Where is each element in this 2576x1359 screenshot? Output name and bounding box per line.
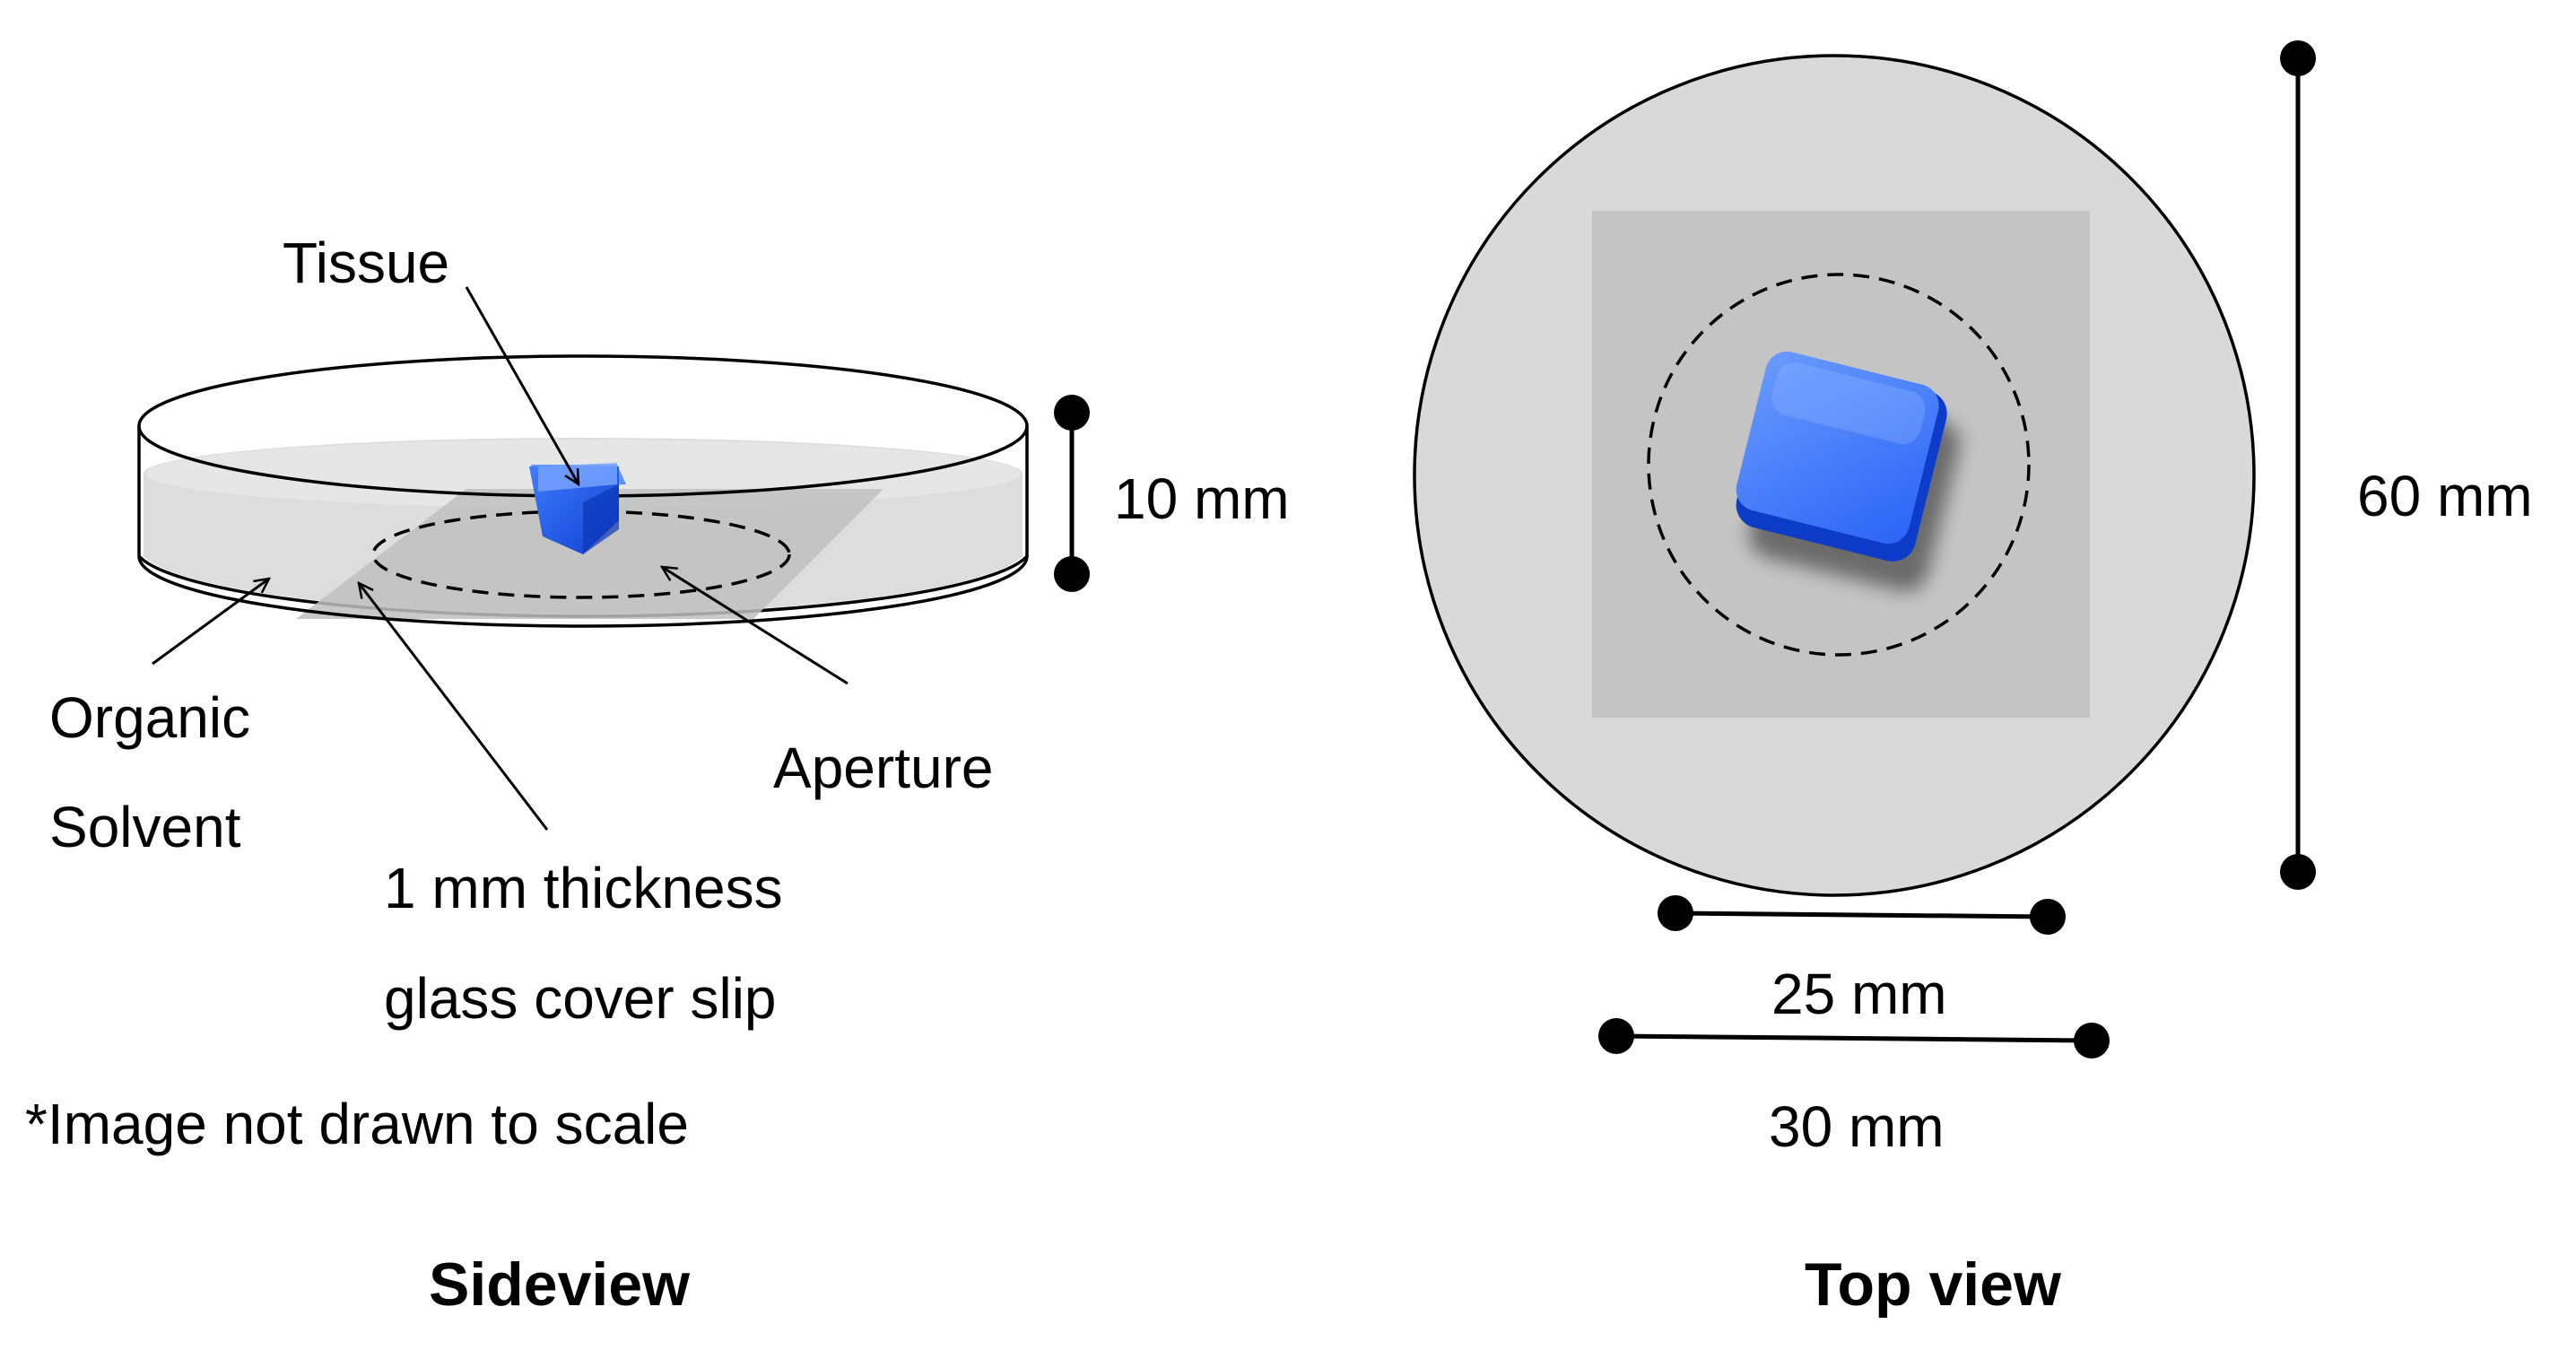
sideview-group: Tissue 10 mm Organic Solvent Aperture 1 … — [25, 231, 1290, 1319]
diameter-label: 60 mm — [2357, 464, 2533, 528]
coverslip-width-label: 30 mm — [1769, 1094, 1945, 1159]
aperture-outline-top — [1647, 273, 2031, 657]
cover-slip-label-line1: 1 mm thickness — [384, 856, 783, 920]
organic-solvent-arrow — [152, 579, 269, 666]
tissue-cube-top-icon — [1736, 351, 1961, 592]
cover-slip-arrow — [359, 583, 549, 831]
scale-note: *Image not drawn to scale — [25, 1092, 689, 1156]
aperture-width-dimension-marker — [1658, 895, 2066, 935]
topview-group: 60 mm 25 mm 30 mm Top view — [1413, 40, 2533, 1319]
diameter-dimension-marker — [2280, 40, 2316, 890]
coverslip-width-dimension-marker — [1598, 1018, 2110, 1058]
aperture-arrow — [662, 567, 849, 685]
tissue-arrow — [465, 286, 579, 484]
organic-solvent-label-line1: Organic — [49, 685, 250, 750]
aperture-width-label: 25 mm — [1771, 962, 1947, 1026]
tissue-label: Tissue — [283, 231, 449, 295]
height-dimension-marker — [1054, 395, 1090, 592]
topview-title: Top view — [1805, 1250, 2062, 1319]
cover-slip-label-line2: glass cover slip — [384, 966, 777, 1031]
aperture-label: Aperture — [773, 736, 993, 800]
sideview-title: Sideview — [429, 1250, 691, 1319]
height-label: 10 mm — [1114, 466, 1290, 531]
glass-cover-slip — [296, 489, 883, 619]
petri-dish-bottom-rim — [137, 555, 1029, 628]
organic-solvent-label-line2: Solvent — [49, 795, 241, 859]
